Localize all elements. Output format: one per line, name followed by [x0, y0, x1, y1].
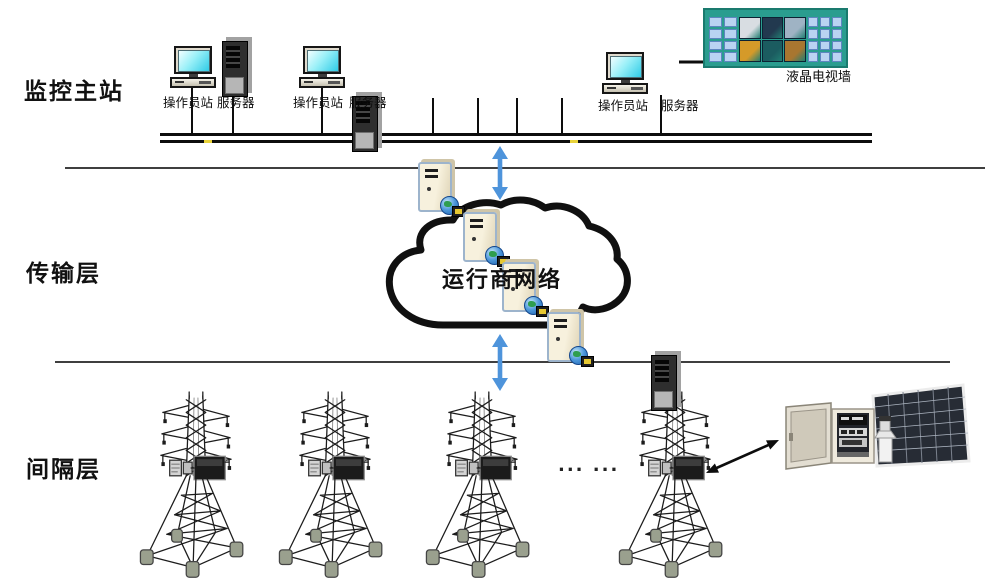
tv-tile [709, 40, 722, 51]
tape-icon [452, 206, 465, 217]
monitor-screen [610, 56, 642, 78]
ellipsis-text: ... ... [558, 455, 620, 476]
tv-tile [724, 40, 737, 51]
tv-tile [724, 17, 737, 27]
operator-workstation-icon [170, 46, 216, 88]
tv-photo-cell [739, 17, 761, 39]
tv-tile-grid-right [808, 17, 842, 62]
monitor-icon [606, 52, 644, 80]
tv-photo-cell [784, 17, 806, 39]
tv-photo-cell [784, 40, 806, 62]
tv-photo-cell [761, 17, 784, 39]
desktop-case-icon [170, 77, 216, 88]
tv-tile [820, 40, 830, 51]
tv-tile [832, 52, 842, 62]
tv-tile-grid-left [709, 17, 737, 62]
workstation-label: 操作员站 [293, 95, 344, 110]
cloud-bay-link-arrow [492, 334, 508, 391]
tv-tile [832, 40, 842, 51]
server-tower-icon [352, 96, 378, 152]
video-wall-icon [703, 8, 848, 68]
tv-tile [808, 28, 818, 39]
tape-icon [536, 306, 549, 317]
operator-workstation-icon [299, 46, 345, 88]
tv-tile [832, 17, 842, 27]
tv-tile [820, 52, 830, 62]
tv-tile [808, 17, 818, 27]
tv-tile [709, 28, 722, 39]
server-tower-icon [651, 355, 677, 411]
workstation-label: 操作员站 [598, 98, 649, 113]
monitor-screen [307, 50, 339, 72]
tv-tile [709, 52, 722, 62]
transmission-tower-icon [139, 391, 244, 578]
desktop-case-icon [602, 83, 648, 94]
monitor-icon [174, 46, 212, 74]
monitor-screen [178, 50, 210, 72]
globe-server-icon [502, 262, 549, 317]
server-label: 服务器 [217, 95, 255, 110]
globe-server-icon [463, 212, 510, 267]
globe-server-icon [547, 312, 594, 367]
monitor-icon [303, 46, 341, 74]
transmission-tower-icon [425, 391, 530, 578]
cloud-label: 运行商网络 [441, 268, 562, 293]
globe-server-icon [418, 162, 465, 217]
operator-workstation-icon [602, 52, 648, 94]
tv-tile [709, 17, 722, 27]
tv-tile [832, 28, 842, 39]
tv-photo-cell [761, 40, 784, 62]
tv-wall-label: 液晶电视墙 [786, 70, 852, 85]
tv-tile [724, 52, 737, 62]
device-drop-lines [191, 60, 703, 134]
tv-tile [820, 17, 830, 27]
tape-icon [581, 356, 594, 367]
desktop-case-icon [299, 77, 345, 88]
tv-photo-grid [739, 17, 806, 62]
master-station-layer-label: 监控主站 [24, 79, 124, 105]
station-lan-bus [160, 133, 872, 143]
server-label: 服务器 [349, 95, 387, 110]
server-tower-icon [222, 41, 248, 97]
bus-cloud-link-arrow [492, 146, 508, 200]
transmission-tower-icon [618, 391, 723, 578]
tv-tile [820, 28, 830, 39]
tv-tile [724, 28, 737, 39]
equipment-cabinet-icon [785, 402, 875, 470]
tower-cabinet-pointer-arrow [706, 440, 779, 473]
tv-photo-cell [739, 40, 761, 62]
workstation-label: 操作员站 [163, 95, 214, 110]
sensor-icon [874, 416, 897, 463]
tv-tile [808, 40, 818, 51]
transmission-tower-icon [278, 391, 383, 578]
tv-tile [808, 52, 818, 62]
server-label: 服务器 [661, 98, 699, 113]
bay-layer-label: 间隔层 [26, 457, 101, 483]
transport-layer-label: 传输层 [26, 261, 101, 287]
